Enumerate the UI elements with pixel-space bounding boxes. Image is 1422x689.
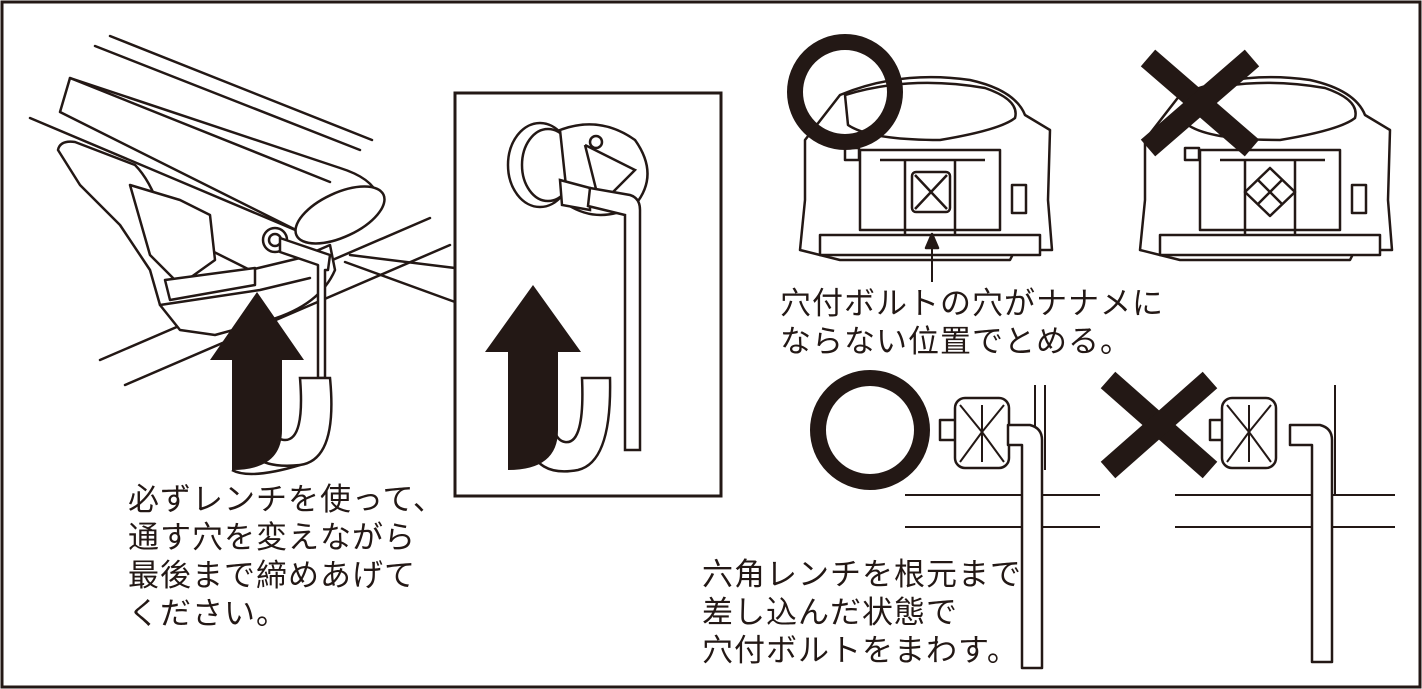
- caption-wrench-line-3: 穴付ボルトをまわす。: [702, 633, 1019, 669]
- wrench-insertion-incorrect: [1175, 385, 1395, 664]
- caption-left-line-2: 通す穴を変えながら: [128, 520, 416, 556]
- curved-arrow-icon: [485, 285, 612, 473]
- caption-hole-line-2: ならない位置でとめる。: [780, 324, 1132, 360]
- caption-wrench-line-1: 六角レンチを根元まで: [702, 557, 1022, 593]
- roof-bar-foot-illustration: [28, 34, 457, 387]
- curved-arrow-icon: [210, 292, 333, 476]
- caption-left-line-1: 必ずレンチを使って、: [128, 482, 445, 518]
- bolt-icon: [506, 121, 649, 217]
- wrench-insertion-correct: [905, 385, 1100, 670]
- circle-correct-icon: [810, 370, 930, 490]
- bolt-orientation-incorrect: [1138, 75, 1394, 262]
- caption-wrench-line-2: 差し込んだ状態で: [702, 595, 958, 631]
- caption-hole-line-1: 穴付ボルトの穴がナナメに: [780, 286, 1164, 322]
- hex-wrench-icon: [586, 186, 642, 452]
- inset-box: [453, 91, 723, 498]
- cross-incorrect-icon: [1140, 49, 1260, 157]
- caption-left-line-4: ください。: [128, 596, 288, 632]
- caption-left-line-3: 最後まで締めあげて: [128, 558, 416, 594]
- bolt-orientation-correct: [798, 75, 1054, 282]
- circle-correct-icon: [787, 34, 903, 150]
- cross-incorrect-icon: [1100, 371, 1218, 479]
